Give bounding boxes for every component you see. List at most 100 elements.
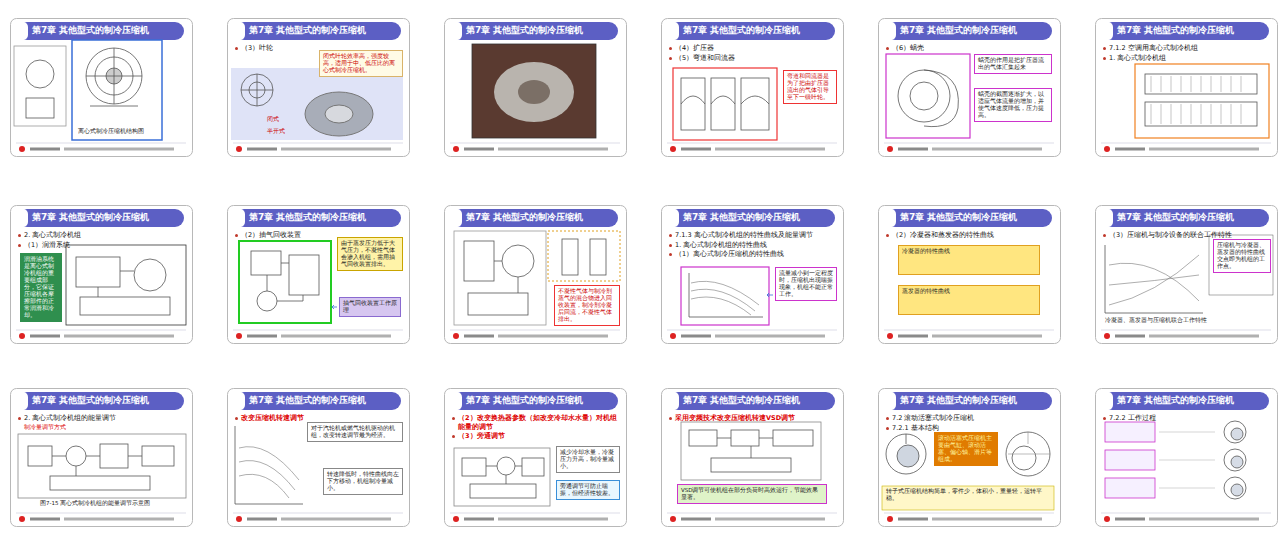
slide-frame bbox=[879, 19, 1061, 157]
footer-text-mark bbox=[464, 518, 494, 521]
footer-text-mark bbox=[1149, 335, 1259, 338]
slide-border bbox=[11, 19, 193, 157]
drawing-path bbox=[1201, 76, 1202, 124]
slide-title: 第7章 其他型式的制冷压缩机 bbox=[900, 212, 1017, 222]
drawing-rect bbox=[681, 422, 821, 480]
header-band bbox=[452, 22, 618, 40]
drawing-rect bbox=[18, 434, 186, 498]
footer-text-mark bbox=[30, 518, 60, 521]
drawing-rect bbox=[289, 255, 319, 295]
slide-title: 第7章 其他型式的制冷压缩机 bbox=[900, 25, 1017, 35]
footer-text-mark bbox=[464, 335, 494, 338]
drawing-rect bbox=[711, 78, 735, 130]
callout-text: 不凝性气体与制冷剂蒸气的混合物进入回收装置，制冷剂冷凝后回流，不凝性气体排出。 bbox=[558, 288, 616, 323]
drawing-rect bbox=[711, 458, 791, 472]
slide: 第7章 其他型式的制冷压缩机 bbox=[10, 18, 192, 156]
header-band bbox=[452, 209, 618, 227]
header-band bbox=[886, 392, 1052, 410]
slide-title: 第7章 其他型式的制冷压缩机 bbox=[249, 395, 366, 405]
slide-title: 第7章 其他型式的制冷压缩机 bbox=[249, 212, 366, 222]
drawing-rect bbox=[1209, 235, 1273, 295]
footer-text-mark bbox=[464, 148, 494, 151]
slide-border bbox=[662, 19, 844, 157]
drawing-circle bbox=[241, 74, 273, 106]
drawing-circle bbox=[502, 245, 534, 277]
slide-border bbox=[11, 206, 193, 344]
footer-logo bbox=[19, 333, 25, 339]
footer-logo bbox=[236, 516, 242, 522]
footer-rule bbox=[667, 143, 837, 144]
drawing-rect bbox=[1105, 478, 1155, 498]
footer-text-mark bbox=[247, 335, 277, 338]
footer-text-mark bbox=[1115, 518, 1145, 521]
callout-text: 对于汽轮机或燃气轮机驱动的机组，改变转速调节最为经济。 bbox=[311, 425, 399, 439]
callout-box: 蜗壳的截面逐渐扩大，以适应气体流量的增加，并使气体速度降低，压力提高。 bbox=[974, 88, 1052, 122]
footer-logo bbox=[887, 146, 893, 152]
footer-logo bbox=[887, 516, 893, 522]
footer-rule bbox=[1101, 513, 1271, 514]
drawing-path bbox=[1159, 432, 1215, 488]
header-notch bbox=[452, 22, 462, 40]
bullet-list: 7.2 滚动活塞式制冷压缩机7.2.1 基本结构 bbox=[886, 414, 1052, 433]
footer-logo bbox=[1104, 516, 1110, 522]
drawing-rect bbox=[251, 251, 281, 275]
slide: 第7章 其他型式的制冷压缩机（6）蜗壳蜗壳的作用是把扩压器流出的气体汇集起来蜗壳… bbox=[878, 18, 1060, 156]
drawing-rect bbox=[689, 430, 717, 446]
slide: 第7章 其他型式的制冷压缩机采用变频技术改变压缩机转速VSD调节VSD调节可使机… bbox=[661, 388, 843, 526]
callout-box: 冷凝器的特性曲线 bbox=[898, 245, 1040, 275]
bullet-list: 7.1.2 空调用离心式制冷机组1. 离心式制冷机组 bbox=[1103, 44, 1269, 63]
slide-border bbox=[879, 206, 1061, 344]
bullet-text: 7.1.3 离心式制冷机组的特性曲线及能量调节 bbox=[669, 231, 835, 240]
drawing-rect bbox=[673, 68, 777, 140]
drawing-circle bbox=[1231, 456, 1243, 468]
footer-text-mark bbox=[64, 335, 174, 338]
slide-title: 第7章 其他型式的制冷压缩机 bbox=[32, 25, 149, 35]
header-band bbox=[669, 392, 835, 410]
footer-text-mark bbox=[898, 335, 928, 338]
header-notch bbox=[1103, 22, 1113, 40]
callout-text: 闭式叶轮效率高，强度较高，适用于中、低压比的离心式制冷压缩机。 bbox=[323, 53, 399, 74]
footer-text-mark bbox=[681, 148, 711, 151]
callout-text: 冷凝器的特性曲线 bbox=[902, 248, 1036, 255]
impeller-photo bbox=[494, 62, 574, 122]
bullet-text: 7.1.2 空调用离心式制冷机组 bbox=[1103, 44, 1269, 53]
callout-box: 蒸发器的特性曲线 bbox=[898, 285, 1040, 315]
drawing-path bbox=[1221, 76, 1222, 124]
drawing-path bbox=[1161, 76, 1162, 124]
slide: 第7章 其他型式的制冷压缩机（2）冷凝器和蒸发器的特性曲线冷凝器的特性曲线蒸发器… bbox=[878, 205, 1060, 343]
bullet-list: 2. 离心式制冷机组的能量调节 bbox=[18, 414, 184, 424]
drawing-path bbox=[924, 70, 958, 127]
footer-text-mark bbox=[64, 148, 174, 151]
drawing-circle bbox=[497, 457, 515, 475]
header-band bbox=[1103, 22, 1269, 40]
drawing-circle bbox=[1012, 446, 1036, 470]
callout-text: 弯道和回流器是为了把由扩压器流出的气体引导至下一级叶轮。 bbox=[787, 73, 833, 101]
drawing-path bbox=[1191, 76, 1192, 124]
callout-text: VSD调节可使机组在部分负荷时高效运行，节能效果显著。 bbox=[681, 487, 823, 501]
drawing-rect bbox=[76, 257, 120, 287]
slide-frame bbox=[228, 206, 410, 344]
drawing-path bbox=[486, 466, 522, 484]
callout-box: 流量减小到一定程度时，压缩机出现喘振现象，机组不能正常工作。 bbox=[775, 267, 837, 301]
bullet-text: 1. 离心式制冷机组 bbox=[1103, 54, 1269, 63]
caption-label: 冷凝器、蒸发器与压缩机联合工作特性 bbox=[1105, 317, 1209, 324]
slide-frame bbox=[445, 389, 627, 527]
slide-title: 第7章 其他型式的制冷压缩机 bbox=[466, 212, 583, 222]
slide: 第7章 其他型式的制冷压缩机（2）改变换热器参数（如改变冷却水水量）对机组能量的… bbox=[444, 388, 626, 526]
drawing-rect bbox=[231, 68, 403, 140]
footer-rule bbox=[884, 330, 1054, 331]
drawing-circle bbox=[26, 60, 54, 88]
slide-title: 第7章 其他型式的制冷压缩机 bbox=[466, 395, 583, 405]
footer-text-mark bbox=[932, 335, 1042, 338]
caption-label: 离心式制冷压缩机结构图 bbox=[78, 128, 158, 135]
impeller-hub bbox=[325, 105, 353, 123]
drawing-rect bbox=[522, 458, 544, 476]
slide: 第7章 其他型式的制冷压缩机 bbox=[444, 18, 626, 156]
footer-logo bbox=[19, 146, 25, 152]
drawing-path bbox=[717, 438, 773, 458]
footer-text-mark bbox=[932, 518, 1042, 521]
drawing-path bbox=[906, 434, 907, 444]
drawing-path bbox=[86, 48, 142, 106]
drawing-rect bbox=[681, 78, 705, 130]
drawing-path bbox=[332, 305, 337, 309]
